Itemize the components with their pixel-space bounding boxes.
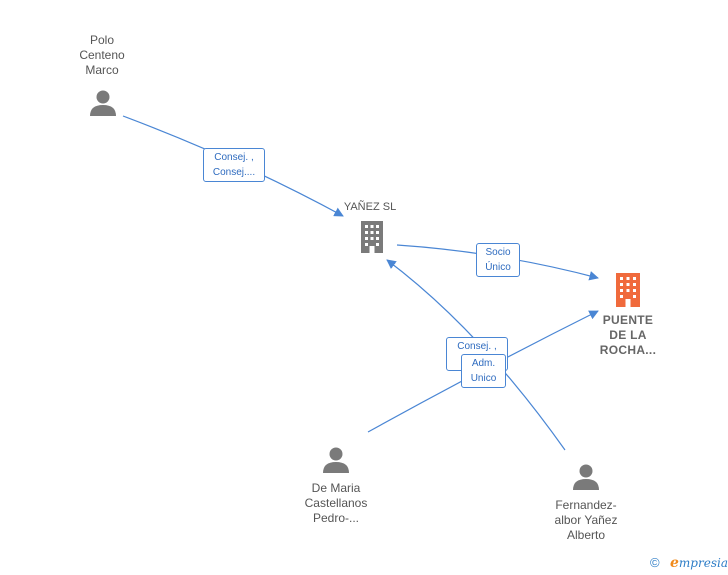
company-label-yanez: YAÑEZ SL <box>343 201 397 213</box>
empresia-logo[interactable]: empresia <box>670 555 728 571</box>
logo-initial: e <box>670 555 679 571</box>
person-icon[interactable] <box>571 462 601 492</box>
person-icon[interactable] <box>88 88 118 118</box>
edge-label-polo-yanez[interactable]: Consej. , Consej.... <box>203 148 265 182</box>
logo-rest: mpresia <box>678 556 728 570</box>
person-label-demaria: De Maria Castellanos Pedro-... <box>304 481 368 525</box>
edge-label-yanez-puente[interactable]: Socio Único <box>476 243 520 277</box>
main-company-building-icon[interactable] <box>612 272 644 308</box>
person-label-polo: Polo Centeno Marco <box>79 33 125 77</box>
edge-label-demaria-puente[interactable]: Adm. Unico <box>461 354 506 388</box>
copyright-symbol: © <box>650 555 660 570</box>
person-label-fernandez: Fernandez- albor Yañez Alberto <box>554 498 618 542</box>
company-label-puente: PUENTE DE LA ROCHA... <box>599 313 657 357</box>
building-icon[interactable] <box>356 220 388 254</box>
person-icon[interactable] <box>321 445 351 475</box>
